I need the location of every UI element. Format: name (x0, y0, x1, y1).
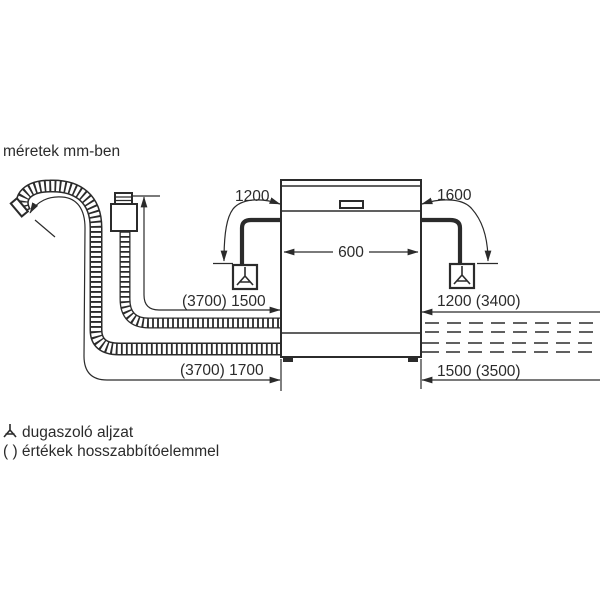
dishwasher-front (280, 179, 422, 362)
dimension-label-right-lower: 1500 (3500) (437, 363, 521, 380)
aquastop-valve (110, 192, 138, 232)
dimension-label-drain: (3700) 1700 (180, 362, 264, 379)
dimension-label-1200: 1200 (235, 188, 270, 205)
legend: dugaszoló aljzat ( ) értékek hosszabbító… (3, 424, 219, 460)
dimension-label-600: 600 (338, 244, 364, 261)
foot-right (408, 357, 418, 362)
plug-socket-icon (3, 424, 17, 438)
dimension-label-supply: (3700) 1500 (182, 293, 266, 310)
dimension-line-supply (140, 196, 281, 314)
hose-direction-line (34, 219, 56, 238)
door-handle (339, 200, 364, 209)
drain-hose-end-cap (9, 196, 30, 218)
dimension-line-1200 (220, 197, 281, 262)
valve-cap (114, 192, 133, 205)
legend-socket-label: dugaszoló aljzat (22, 424, 134, 441)
dimension-label-1600: 1600 (437, 187, 472, 204)
socket-icon-right (448, 262, 476, 290)
legend-extension-note: ( ) értékek hosszabbítóelemmel (3, 443, 219, 460)
dashed-hose-routing (421, 322, 600, 353)
dimension-label-right-upper: 1200 (3400) (437, 293, 521, 310)
valve-body (110, 203, 138, 232)
aquastop-cord (239, 217, 281, 264)
foot-left (283, 357, 293, 362)
page-title: méretek mm-ben (3, 143, 120, 160)
dimension-line-1600 (421, 197, 492, 262)
dimension-line-drain (29, 196, 281, 384)
power-cord (421, 217, 463, 263)
socket-icon-left (231, 263, 259, 291)
